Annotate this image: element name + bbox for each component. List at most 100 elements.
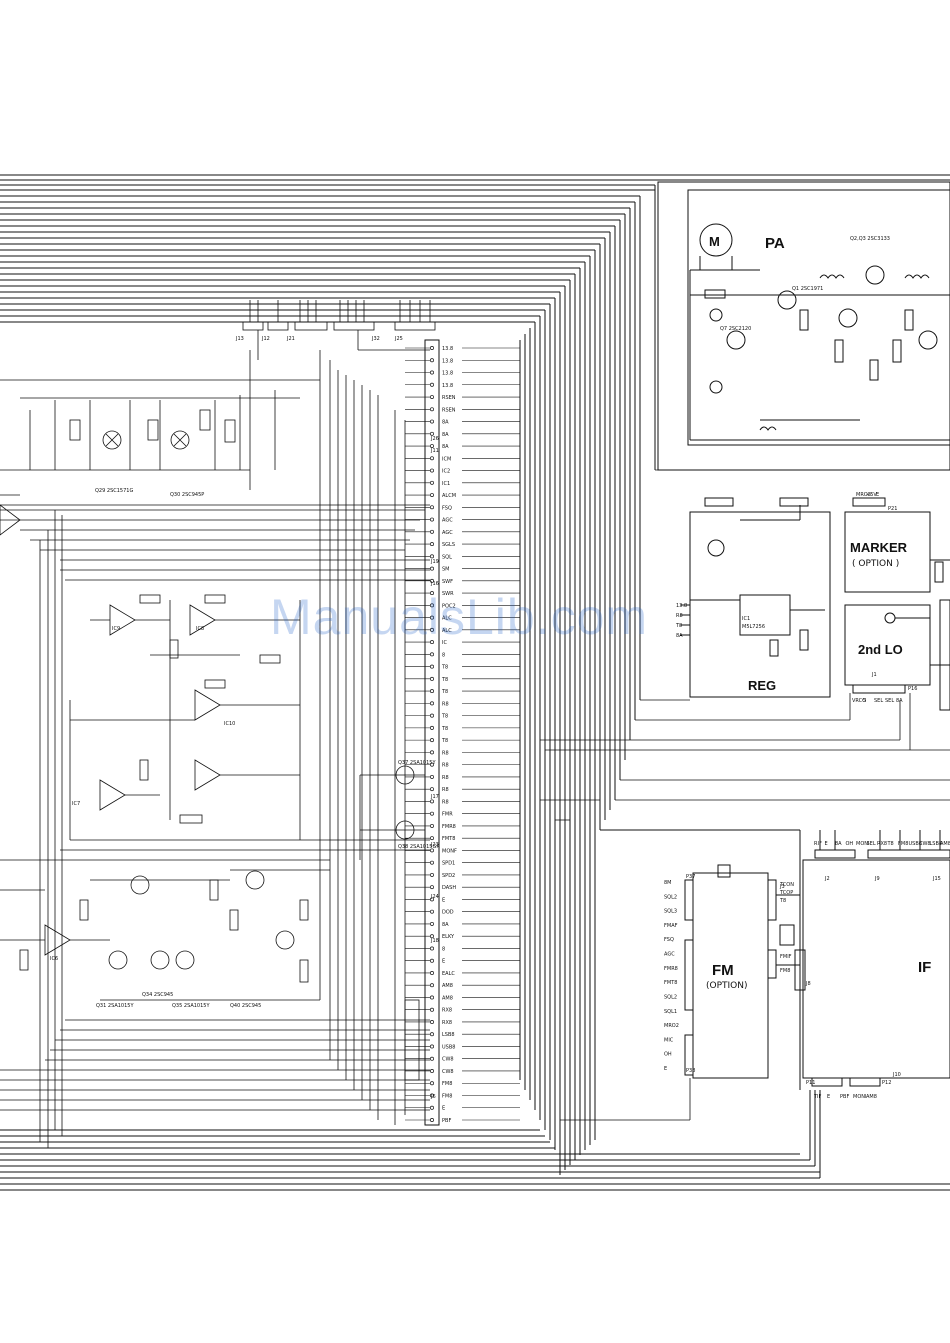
bus-pin <box>430 689 434 694</box>
fm-left-pin-label: FMAF <box>664 923 678 929</box>
label-q31: Q31 2SA1015Y <box>96 1003 134 1009</box>
label-j24: J24 <box>430 894 439 900</box>
bus-pin <box>430 750 434 755</box>
if-top-pin-label: FM8 <box>898 841 908 847</box>
opamp-labels: IC9 IC8 IC10 IC7 <box>72 626 235 807</box>
bus-pin-label: SGLS <box>442 542 455 548</box>
bus-pin-label: FM8 <box>442 1081 452 1087</box>
bus-pin <box>430 652 434 657</box>
if-block <box>802 830 950 1087</box>
if-bottom-pin-label: PBF <box>840 1094 849 1100</box>
bus-pin <box>430 885 434 890</box>
left-wiring <box>0 350 430 1148</box>
reg-pin-label: R8 <box>676 613 683 619</box>
reg-pin-label: 8A <box>676 633 683 639</box>
bus-pin-label: ICM <box>442 456 451 462</box>
label-q37: Q37 2SA1015Y <box>398 760 436 766</box>
label-j15: J15 <box>932 876 941 882</box>
bus-pin <box>430 1081 434 1086</box>
bus-pin <box>430 346 434 350</box>
bus-pin-label: T8 <box>441 738 448 744</box>
watermark: ManualsLib.com <box>270 589 649 645</box>
bus-pin-label: T8 <box>441 714 448 720</box>
fm-left-pin-label: SQL1 <box>664 1009 677 1015</box>
reg-label: REG <box>748 678 776 693</box>
bus-pin-label: SM <box>442 567 450 573</box>
pa-labels: Q1 2SC1971 Q7 2SC2120 Q2,Q3 2SC3133 <box>720 236 890 332</box>
lo2-pin-label: 8A <box>896 698 903 704</box>
if-top-pin-label: RX8 <box>877 841 887 847</box>
label-q38: Q38 2SA1015GR <box>398 844 440 850</box>
marker-sub: ( OPTION ) <box>852 559 899 569</box>
label-j13: J13 <box>235 336 244 342</box>
label-q35: Q35 2SA1015Y <box>172 1003 210 1009</box>
bus-pin-label: SWR <box>442 591 454 597</box>
bus-pin-label: SPD1 <box>442 861 455 867</box>
bus-pin-label: 8A <box>442 922 449 928</box>
bus-pin-label: 8A <box>442 444 449 450</box>
pa-label: PA <box>765 235 785 252</box>
bus-pin-label: DASH <box>442 885 456 891</box>
if-top-pin-label: AM8 <box>940 841 950 847</box>
label-j11: J11 <box>430 448 439 454</box>
if-top-pin-label: 8A <box>835 841 842 847</box>
lo2-pin-label: VRCO <box>852 698 866 704</box>
bus-pin-label: ELKY <box>442 934 455 940</box>
bus-pin-label: 8 <box>442 652 445 658</box>
if-top-pin-label: MONI <box>856 841 869 847</box>
label-ic10: IC10 <box>224 721 235 727</box>
bus-pin-label: E <box>442 897 445 903</box>
label-j3: J3 <box>779 884 785 890</box>
lo2-pin-label: S <box>863 698 866 704</box>
label-q30: Q30 2SC945P <box>170 492 204 498</box>
bus-pin-label: E <box>442 1106 445 1112</box>
bus-pin <box>430 1007 434 1012</box>
label-ic1-reg: IC1 <box>742 616 750 622</box>
bus-pin-label: T8 <box>441 665 448 671</box>
reg-pin-label: 13.8 <box>676 603 687 609</box>
label-p21: P21 <box>888 506 897 512</box>
label-q34: Q34 2SC945 <box>142 992 173 998</box>
label-j2: J2 <box>824 876 830 882</box>
bus-pin-label: RX8 <box>442 1020 452 1026</box>
label-j25: J25 <box>394 336 403 342</box>
if-bottom-pin-label: TIF <box>813 1094 822 1100</box>
bus-pin-label: SQL <box>442 554 452 560</box>
bottom-bus-lines <box>0 1090 950 1191</box>
bus-pin <box>430 848 434 853</box>
label-j12: J12 <box>261 336 270 342</box>
if-top-pin-label: T8 <box>887 841 894 847</box>
bus-pin-label: FSQ <box>442 505 452 511</box>
label-j32: J32 <box>371 336 380 342</box>
bus-pin-label: CW8 <box>442 1057 454 1063</box>
bus-pin <box>430 971 434 975</box>
bus-pin <box>430 1093 434 1098</box>
amp-section-top <box>0 350 320 536</box>
label-q40: Q40 2SC945 <box>230 1003 261 1009</box>
bus-pin-label: R8 <box>442 750 449 756</box>
bus-pin <box>430 1056 434 1061</box>
top-connector-labels: J13 J12 J21 J32 J25 J26 J11 J19 J16 J17 … <box>235 336 439 1100</box>
bus-pin <box>430 725 434 730</box>
bus-pin-label: PBF <box>442 1118 451 1124</box>
bus-pin-label: AM8 <box>442 995 453 1001</box>
bus-pin <box>430 468 434 473</box>
bus-pin <box>430 1020 434 1024</box>
label-j6: J6 <box>430 1094 436 1100</box>
bus-pin <box>430 799 434 804</box>
label-p11: P11 <box>806 1080 815 1086</box>
marker-label: MARKER <box>850 540 908 555</box>
fm-left-pin-label: SQL2 <box>664 894 677 900</box>
bus-pin <box>430 419 434 424</box>
bus-pin-label: RSEN <box>442 395 456 401</box>
bus-pin <box>430 444 434 448</box>
bus-pin <box>430 493 434 497</box>
bus-pin <box>430 811 434 816</box>
if-connector-labels: J2 J9 J15 J3 J8 P11 P12 J10 <box>779 876 941 1086</box>
2nd-lo-label: 2nd LO <box>858 642 903 657</box>
label-j1: J1 <box>871 672 877 678</box>
bus-pin <box>430 762 434 767</box>
central-connector-bus: 13.813.813.813.8RSENRSEN8A8A8AICMIC2IC1A… <box>405 339 520 1126</box>
bus-pin-label: SWF <box>442 579 453 585</box>
